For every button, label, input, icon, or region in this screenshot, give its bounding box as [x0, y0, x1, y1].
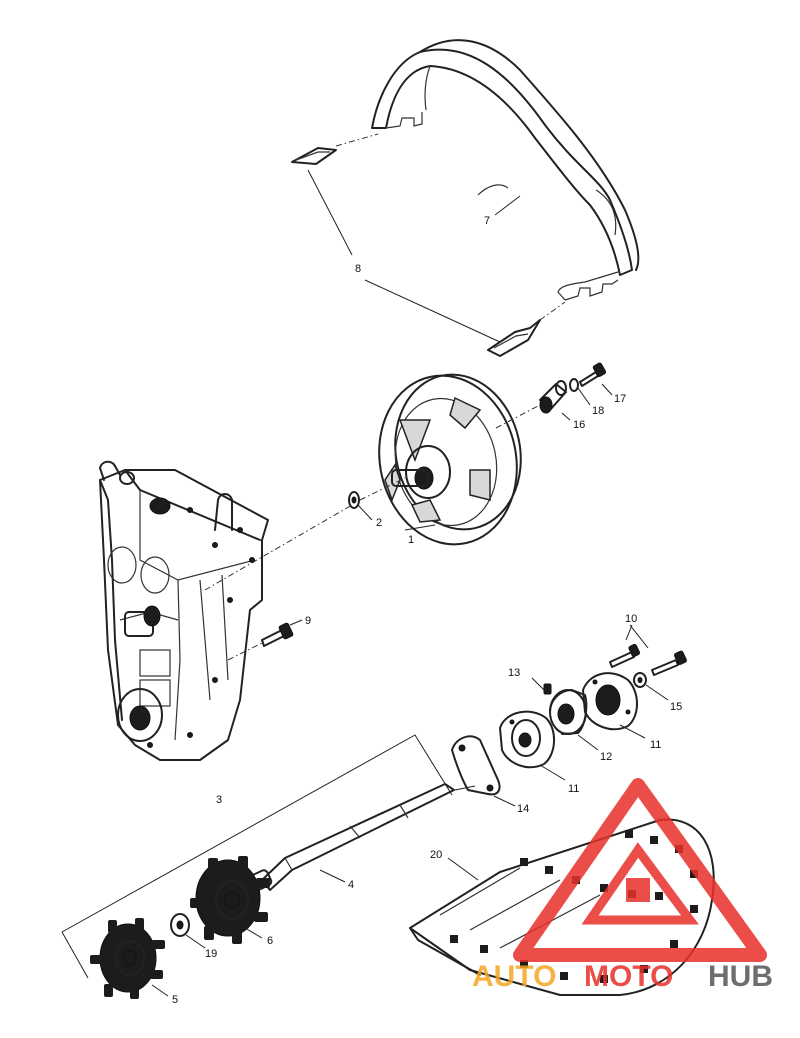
- bolt-10b: [651, 650, 687, 676]
- callout-11-upper: 11: [650, 739, 661, 751]
- drive-sprocket-6: [190, 856, 270, 944]
- spacer-16: [539, 380, 567, 414]
- callout-19: 19: [205, 948, 217, 960]
- washer-15: [633, 672, 647, 688]
- callout-6: 6: [267, 935, 273, 947]
- watermark-moto: MOTO: [584, 960, 673, 993]
- drive-sprocket-5: [90, 918, 165, 999]
- callout-12: 12: [600, 751, 612, 763]
- callout-7: 7: [484, 215, 490, 227]
- callout-8: 8: [355, 263, 361, 275]
- callout-1: 1: [408, 534, 414, 546]
- chaincase-housing: [99, 460, 269, 761]
- watermark-hub: HUB: [708, 960, 773, 993]
- callout-2: 2: [376, 517, 382, 529]
- callout-9: 9: [305, 615, 311, 627]
- bolt-10a: [609, 643, 641, 668]
- callout-4: 4: [348, 879, 354, 891]
- callout-16: 16: [573, 419, 585, 431]
- belt-guard: [371, 39, 640, 301]
- bearing-flange-11-inner: [499, 710, 555, 769]
- callout-5: 5: [172, 994, 178, 1006]
- washer-2: [348, 491, 360, 509]
- washer-18: [569, 378, 579, 392]
- bolt-9: [261, 622, 294, 647]
- callout-14: 14: [517, 803, 529, 815]
- track-20: [409, 818, 715, 996]
- washer-19: [170, 913, 190, 937]
- housing-bolts: [147, 507, 255, 748]
- automotohub-watermark: AUTO MOTO HUB: [472, 778, 773, 993]
- callout-11-lower: 11: [568, 783, 579, 795]
- callout-labels: 1 2 3 4 5 6 7 8 9 10 11 11 12 13 14 15 1…: [172, 215, 682, 1006]
- callout-13: 13: [508, 667, 520, 679]
- callout-10: 10: [625, 613, 637, 625]
- callout-18: 18: [592, 405, 604, 417]
- retaining-clip-lower: [487, 319, 541, 357]
- bearing-flange-11-outer: [582, 672, 638, 731]
- retaining-clip-upper: [291, 147, 337, 165]
- callout-3: 3: [216, 794, 222, 806]
- grease-fitting-13: [543, 683, 552, 695]
- bearing-12: [549, 689, 588, 735]
- drive-axle-4: [249, 783, 455, 891]
- half-shield-14: [451, 735, 501, 796]
- callout-17: 17: [614, 393, 626, 405]
- callout-15: 15: [670, 701, 682, 713]
- callout-20: 20: [430, 849, 442, 861]
- leader-lines: [151, 169, 669, 997]
- watermark-auto: AUTO: [472, 960, 556, 993]
- bolt-17: [579, 362, 607, 387]
- driven-pulley: [378, 373, 522, 546]
